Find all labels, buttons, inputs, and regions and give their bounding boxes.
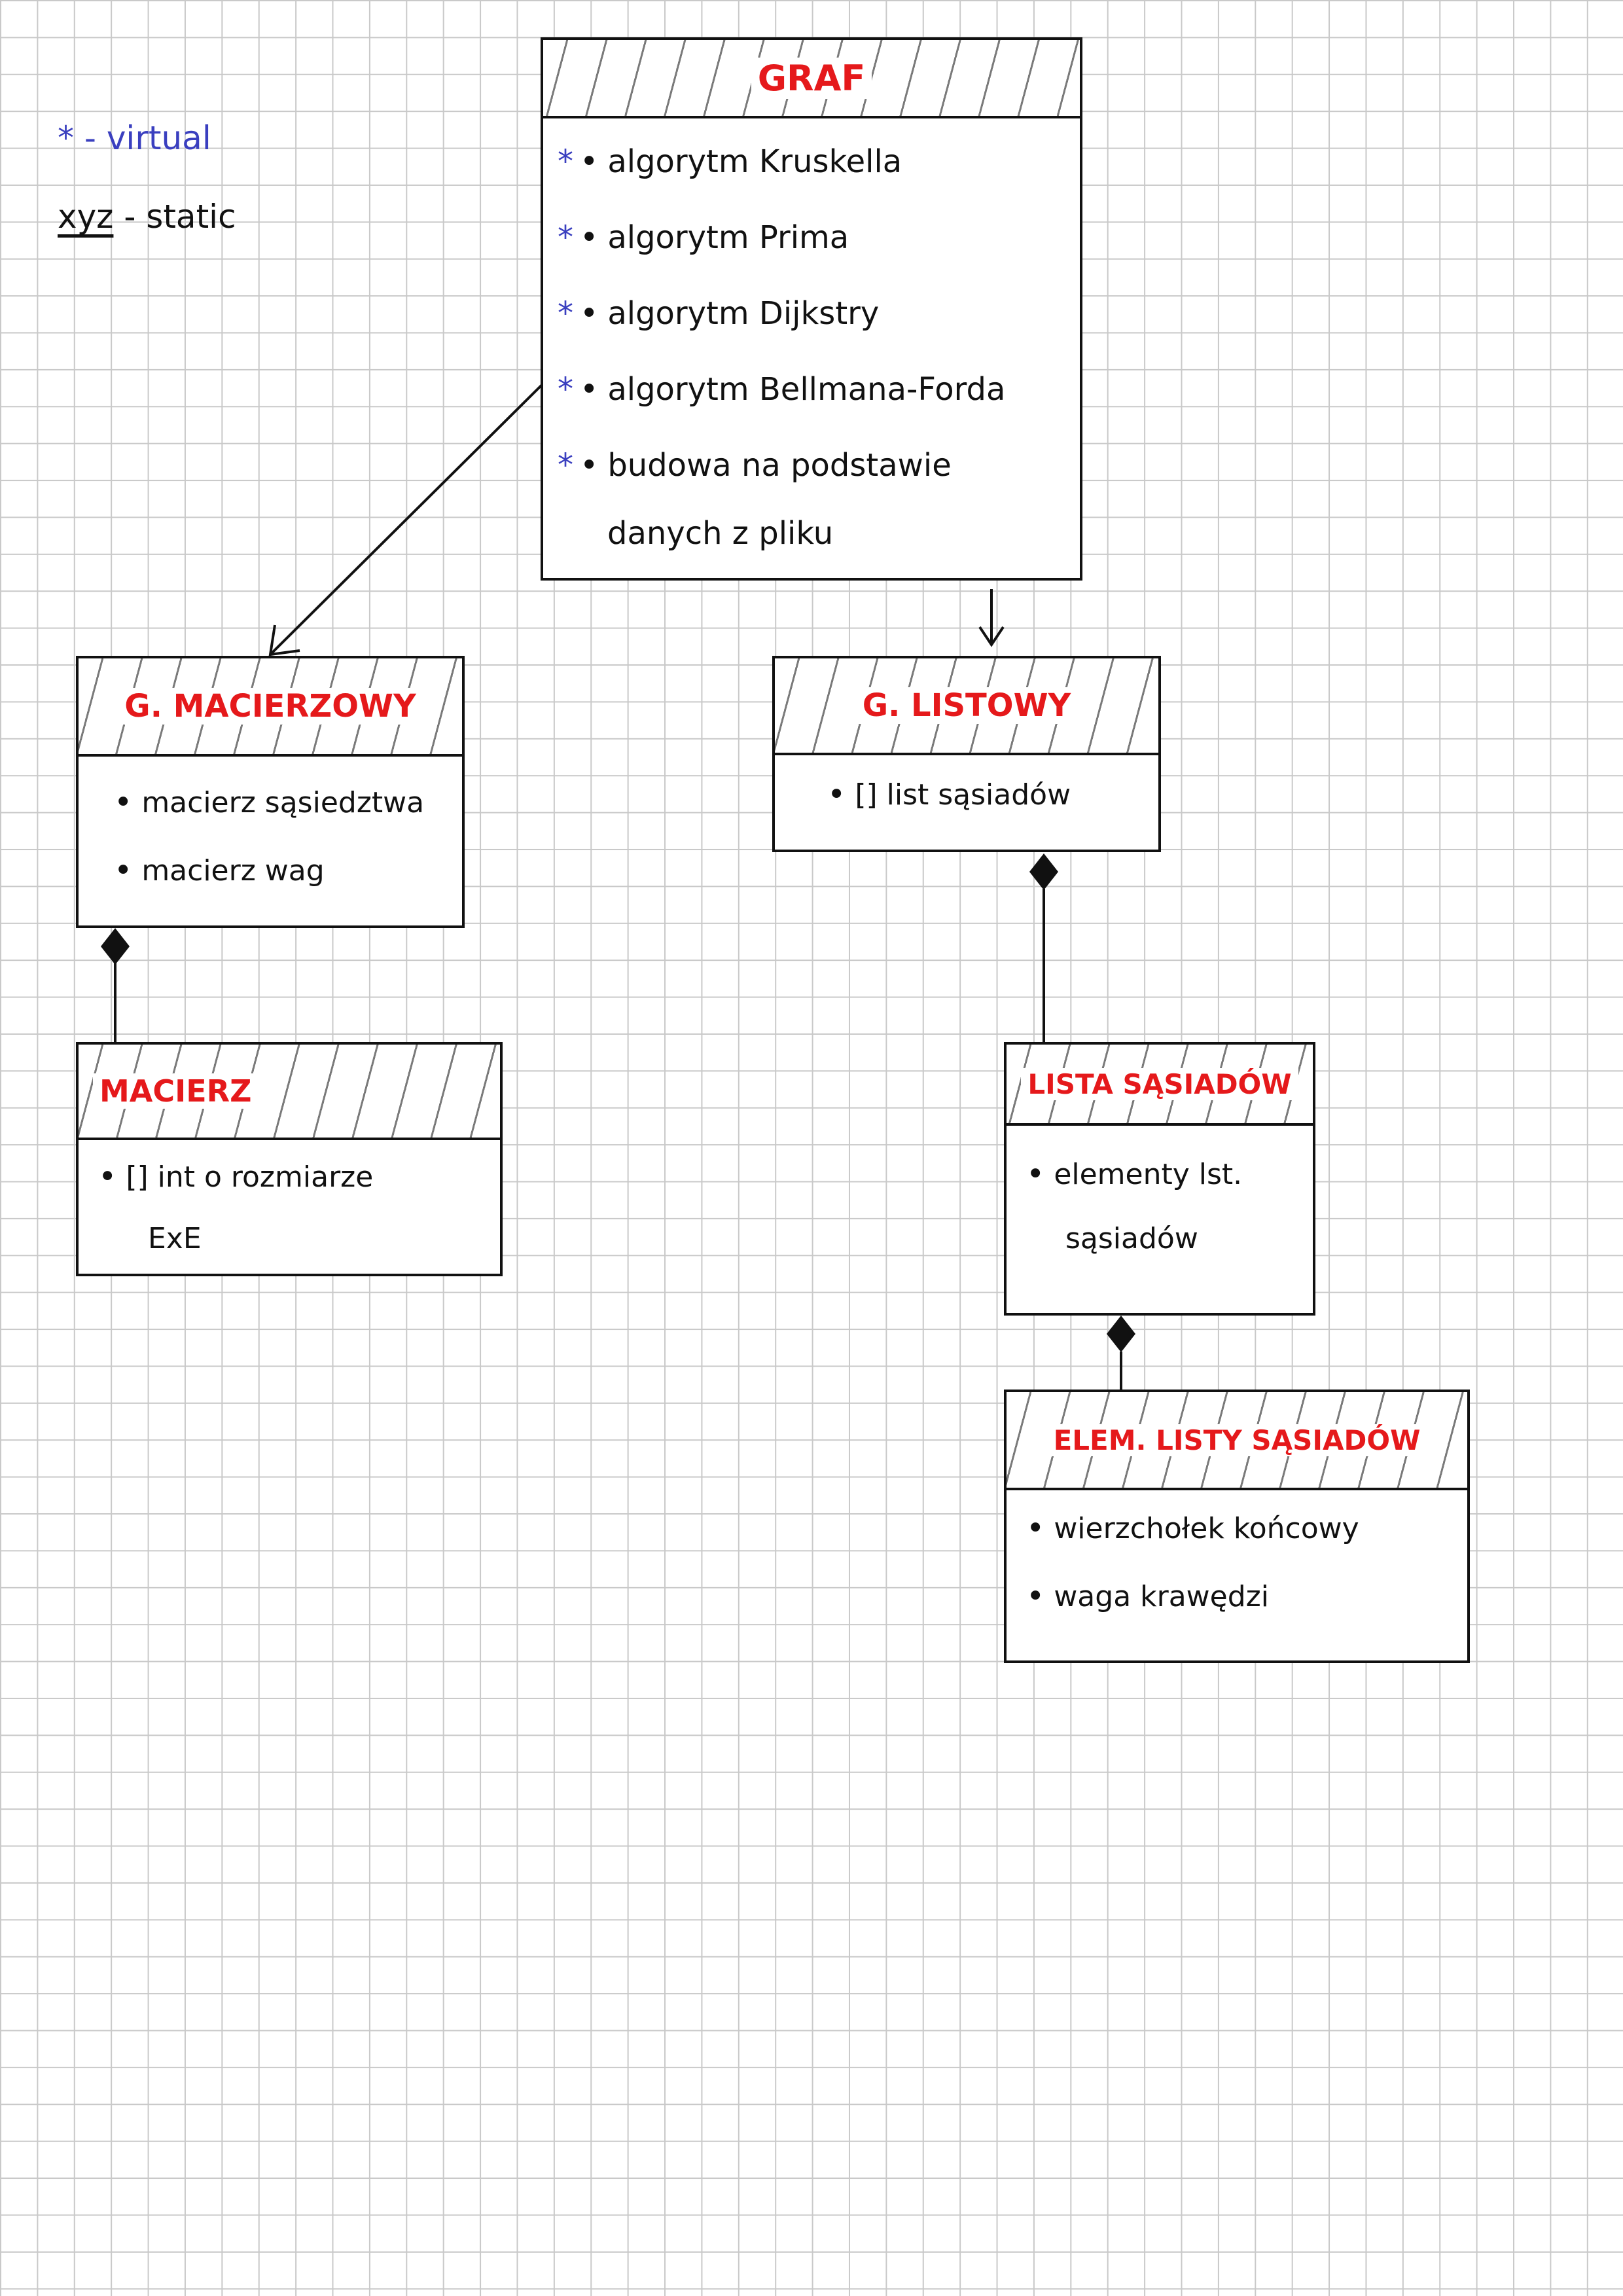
member-text: algorytm Dijkstry: [607, 295, 880, 332]
virtual-marker: *: [558, 447, 573, 484]
member-text: elementy lst.: [1054, 1157, 1243, 1191]
class-lista-sasiadow-member-continuation: sąsiadów: [1065, 1221, 1198, 1255]
member-text: algorytm Bellmana-Forda: [607, 371, 1006, 408]
virtual-marker: *: [558, 143, 573, 180]
class-macierz-header: MACIERZ: [79, 1045, 500, 1140]
class-g-macierzowy-member: •macierz wag: [114, 852, 325, 889]
class-macierz-member-continuation: ExE: [148, 1221, 202, 1255]
legend-virtual-text: - virtual: [84, 119, 211, 157]
class-g-macierzowy-header: G. MACIERZOWY: [79, 658, 462, 757]
class-graf-title: GRAF: [751, 57, 872, 99]
class-lista-sasiadow-member: •elementy lst.: [1026, 1156, 1243, 1193]
class-macierz-title: MACIERZ: [93, 1073, 259, 1109]
class-g-macierzowy: G. MACIERZOWY •macierz sąsiedztwa •macie…: [76, 656, 465, 928]
member-text: algorytm Kruskella: [607, 143, 902, 180]
class-lista-sasiadow: LISTA SĄSIADÓW •elementy lst. sąsiadów: [1004, 1042, 1315, 1316]
class-g-macierzowy-member: •macierz sąsiedztwa: [114, 784, 425, 821]
legend-static-marker: xyz: [58, 198, 114, 236]
class-g-listowy: G. LISTOWY •[] list sąsiadów: [772, 656, 1161, 852]
member-text: macierz wag: [141, 853, 325, 888]
graf-to-g-macierzowy-arrowhead: [268, 624, 300, 656]
member-text: [] list sąsiadów: [855, 778, 1071, 812]
legend-static-text: - static: [124, 198, 236, 236]
class-elem-listy-sasiadow-member: •waga krawędzi: [1026, 1578, 1269, 1615]
legend-virtual-marker: *: [58, 119, 74, 157]
class-graf-member: *• budowa na podstawie: [558, 447, 952, 484]
class-elem-listy-sasiadow-member: •wierzchołek końcowy: [1026, 1510, 1359, 1547]
class-macierz: MACIERZ •[] int o rozmiarze ExE: [76, 1042, 503, 1276]
virtual-marker: *: [558, 219, 573, 256]
class-macierz-member: •[] int o rozmiarze: [98, 1158, 374, 1195]
class-elem-listy-sasiadow-title: ELEM. LISTY SĄSIADÓW: [1046, 1424, 1427, 1456]
member-text: [] int o rozmiarze: [126, 1160, 374, 1194]
virtual-marker: *: [558, 295, 573, 332]
class-elem-listy-sasiadow: ELEM. LISTY SĄSIADÓW •wierzchołek końcow…: [1004, 1390, 1470, 1663]
member-text: wierzchołek końcowy: [1054, 1511, 1359, 1545]
class-elem-listy-sasiadow-header: ELEM. LISTY SĄSIADÓW: [1007, 1392, 1467, 1490]
class-lista-sasiadow-header: LISTA SĄSIADÓW: [1007, 1045, 1313, 1126]
lista-composition-diamond: [1107, 1316, 1135, 1352]
class-lista-sasiadow-title: LISTA SĄSIADÓW: [1021, 1067, 1298, 1100]
class-g-listowy-header: G. LISTOWY: [775, 658, 1158, 755]
class-graf-member: *• algorytm Dijkstry: [558, 295, 880, 332]
class-graf-member: *• algorytm Kruskella: [558, 143, 902, 180]
class-graf-member: *• algorytm Prima: [558, 219, 849, 256]
member-text: macierz sąsiedztwa: [141, 785, 425, 819]
member-text: algorytm Prima: [607, 219, 849, 256]
graf-to-g-listowy-arrowhead: [978, 626, 1005, 647]
class-graf: GRAF *• algorytm Kruskella *• algorytm P…: [541, 37, 1082, 581]
class-g-listowy-title: G. LISTOWY: [855, 687, 1078, 724]
class-graf-member-continuation: danych z pliku: [607, 515, 834, 552]
legend-static: xyz - static: [58, 200, 236, 233]
class-g-listowy-member: •[] list sąsiadów: [827, 776, 1071, 813]
member-text: waga krawędzi: [1054, 1579, 1269, 1613]
class-g-macierzowy-title: G. MACIERZOWY: [118, 688, 423, 725]
virtual-marker: *: [558, 371, 573, 408]
member-text: budowa na podstawie: [607, 447, 952, 484]
g-listowy-composition-diamond: [1029, 853, 1058, 890]
legend-virtual: * - virtual: [58, 122, 211, 154]
class-graf-header: GRAF: [543, 40, 1080, 118]
class-graf-member: *• algorytm Bellmana-Forda: [558, 371, 1006, 408]
graf-to-g-macierzowy-line: [270, 384, 543, 655]
g-macierzowy-composition-diamond: [101, 928, 130, 965]
